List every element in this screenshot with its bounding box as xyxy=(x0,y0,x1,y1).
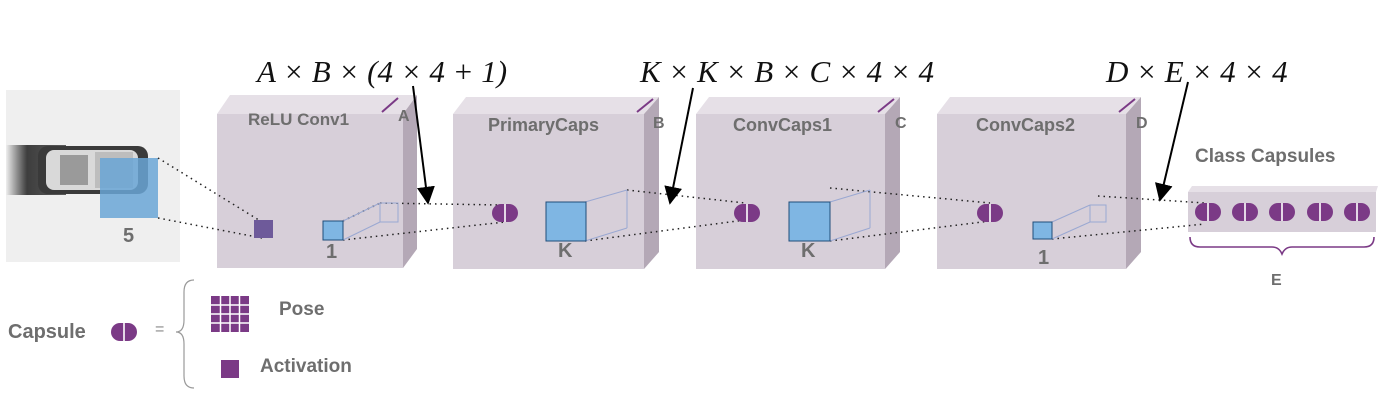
convcaps1-kernel xyxy=(788,201,831,242)
convcaps2-capsule xyxy=(976,203,1004,223)
convcaps2-kernel xyxy=(1032,221,1053,240)
class-capsules-brace xyxy=(1189,236,1375,257)
formula-relu-to-primary: A × B × (4 × 4 + 1) xyxy=(257,54,508,89)
legend-equals-sign: = xyxy=(155,321,165,338)
legend-pose-label: Pose xyxy=(279,299,325,320)
legend-capsule-icon xyxy=(110,322,138,342)
convcaps1-capsule xyxy=(733,203,761,223)
legend-brace xyxy=(175,279,195,389)
relu-kernel-label: 1 xyxy=(326,241,338,263)
formula-arrows xyxy=(412,81,1189,205)
primarycaps-kernel-label: K xyxy=(558,240,573,262)
legend-capsule-label: Capsule xyxy=(8,321,86,343)
class-capsules-title: Class Capsules xyxy=(1195,146,1336,167)
convcaps2-corner-label: D xyxy=(1136,115,1148,132)
input-kernel-label: 5 xyxy=(123,225,135,247)
relu-conv1-corner-label: A xyxy=(398,108,410,125)
kernel-outlines xyxy=(342,189,1107,242)
formula-class-weights: D × E × 4 × 4 xyxy=(1106,54,1288,89)
legend-activation-square-icon xyxy=(221,360,239,378)
relu-kernel xyxy=(322,220,344,241)
convcaps2-title: ConvCaps2 xyxy=(976,115,1076,135)
legend-pose-grid-icon xyxy=(211,296,249,332)
relu-conv1-title: ReLU Conv1 xyxy=(248,110,350,129)
layer-box-relu-conv1 xyxy=(217,95,417,268)
primarycaps-corner-label: B xyxy=(653,115,665,132)
layer-box-primarycaps xyxy=(453,97,659,269)
primarycaps-kernel xyxy=(545,201,587,242)
formula-convcaps-weights: K × K × B × C × 4 × 4 xyxy=(640,54,935,89)
primarycaps-title: PrimaryCaps xyxy=(488,115,600,135)
primarycaps-capsule xyxy=(491,203,519,223)
relu-activation-unit xyxy=(254,220,273,238)
input-image xyxy=(6,90,180,262)
class-capsules-brace-label: E xyxy=(1271,272,1282,289)
convcaps2-kernel-label: 1 xyxy=(1038,247,1050,269)
layer-box-convcaps1 xyxy=(696,97,900,269)
convcaps1-corner-label: C xyxy=(895,115,907,132)
convcaps1-kernel-label: K xyxy=(801,240,816,262)
legend-activation-label: Activation xyxy=(260,356,352,377)
receptive-field-highlight xyxy=(100,158,158,218)
layer-box-convcaps2 xyxy=(937,97,1141,269)
convcaps1-title: ConvCaps1 xyxy=(733,115,833,135)
